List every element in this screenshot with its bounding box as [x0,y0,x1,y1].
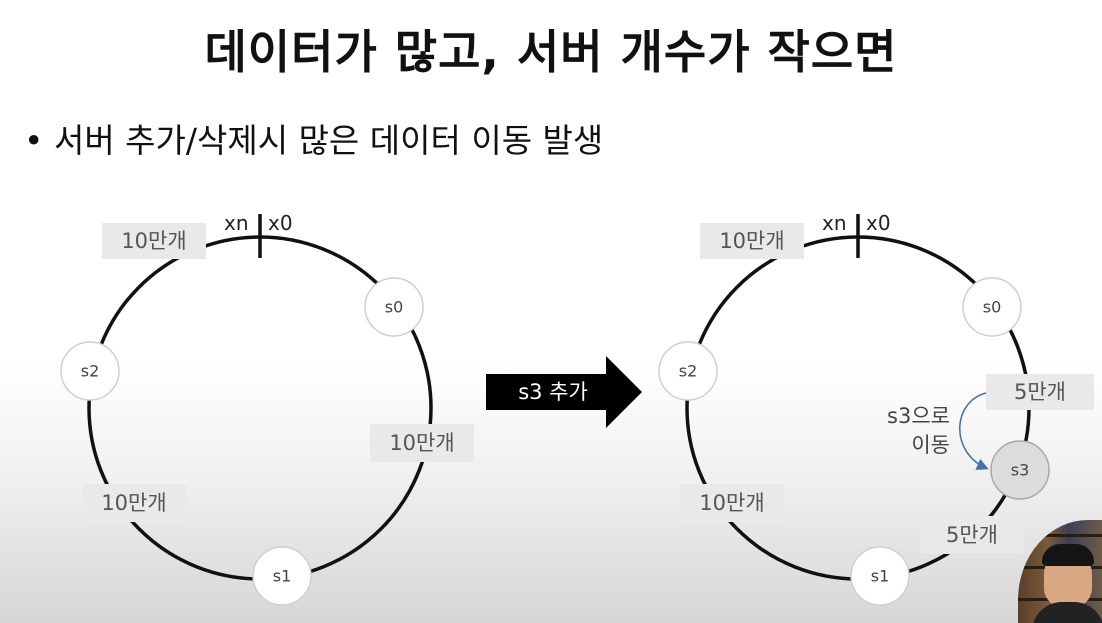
right-marker-xn: xn [822,211,847,235]
right-marker-x0: x0 [866,211,891,235]
right-count-box-right-upper [986,374,1094,410]
left-node-s0 [364,277,424,337]
left-count-box-bottom-left [82,484,186,522]
left-node-s2 [60,341,120,401]
presenter-hair [1042,544,1094,566]
left-node-s1 [252,546,312,606]
move-note-line1: s3으로 [887,404,950,428]
move-note-line2: 이동 [911,433,950,457]
left-count-top-left: 10만개 [121,229,186,253]
right-node-s1-label: s1 [871,567,890,586]
right-node-s2 [658,341,718,401]
left-count-right: 10만개 [389,431,454,455]
arrow-label: s3 추가 [518,380,588,404]
right-count-right-upper: 5만개 [1014,380,1066,404]
bullet-point: • 서버 추가/삭제시 많은 데이터 이동 발생 [24,121,604,160]
left-node-s1-label: s1 [273,567,292,586]
right-count-top-left: 10만개 [719,229,784,253]
left-count-bottom-left: 10만개 [101,491,166,515]
right-hash-ring: xn x0 10만개 5만개 10만개 5만개 s0 s2 s1 s3 s3으로… [658,211,1094,606]
right-count-box-bottom-right [920,516,1024,554]
right-node-s0 [962,277,1022,337]
left-marker-x0: x0 [268,211,293,235]
slide-title: 데이터가 많고, 서버 개수가 작으면 [204,25,898,79]
right-count-box-top-left [700,223,804,259]
right-node-s3-label: s3 [1011,461,1030,480]
right-node-s0-label: s0 [983,298,1002,317]
left-node-s0-label: s0 [385,298,404,317]
move-to-s3-arrow [959,392,989,470]
add-server-arrow: s3 추가 [486,356,642,428]
right-node-s3-new [990,440,1050,500]
left-marker-xn: xn [224,211,249,235]
right-count-box-bottom-left [680,484,784,522]
right-node-s1 [850,546,910,606]
right-node-s2-label: s2 [679,362,698,381]
left-node-s2-label: s2 [81,362,100,381]
presenter-body [1032,602,1102,623]
left-count-box-right [370,424,474,462]
presenter-webcam-icon [1018,520,1102,623]
right-count-bottom-right: 5만개 [946,523,998,547]
left-count-box-top-left [102,223,206,259]
left-hash-ring: xn x0 10만개 10만개 10만개 s0 s2 s1 [60,211,474,606]
right-count-bottom-left: 10만개 [699,491,764,515]
bookshelf-line [1018,534,1102,537]
arrow-shape [486,356,642,428]
